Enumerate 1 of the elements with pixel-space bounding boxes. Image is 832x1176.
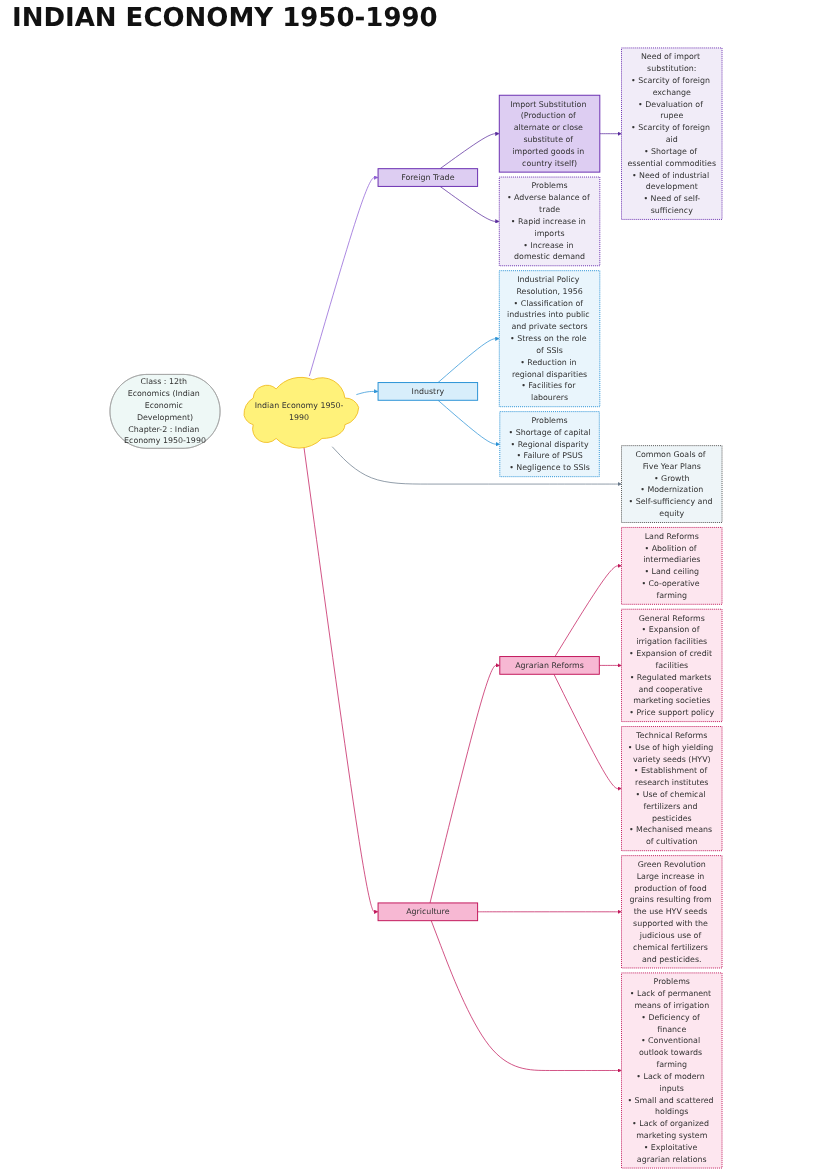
title: INDIAN ECONOMY 1950-1990 <box>12 4 438 34</box>
